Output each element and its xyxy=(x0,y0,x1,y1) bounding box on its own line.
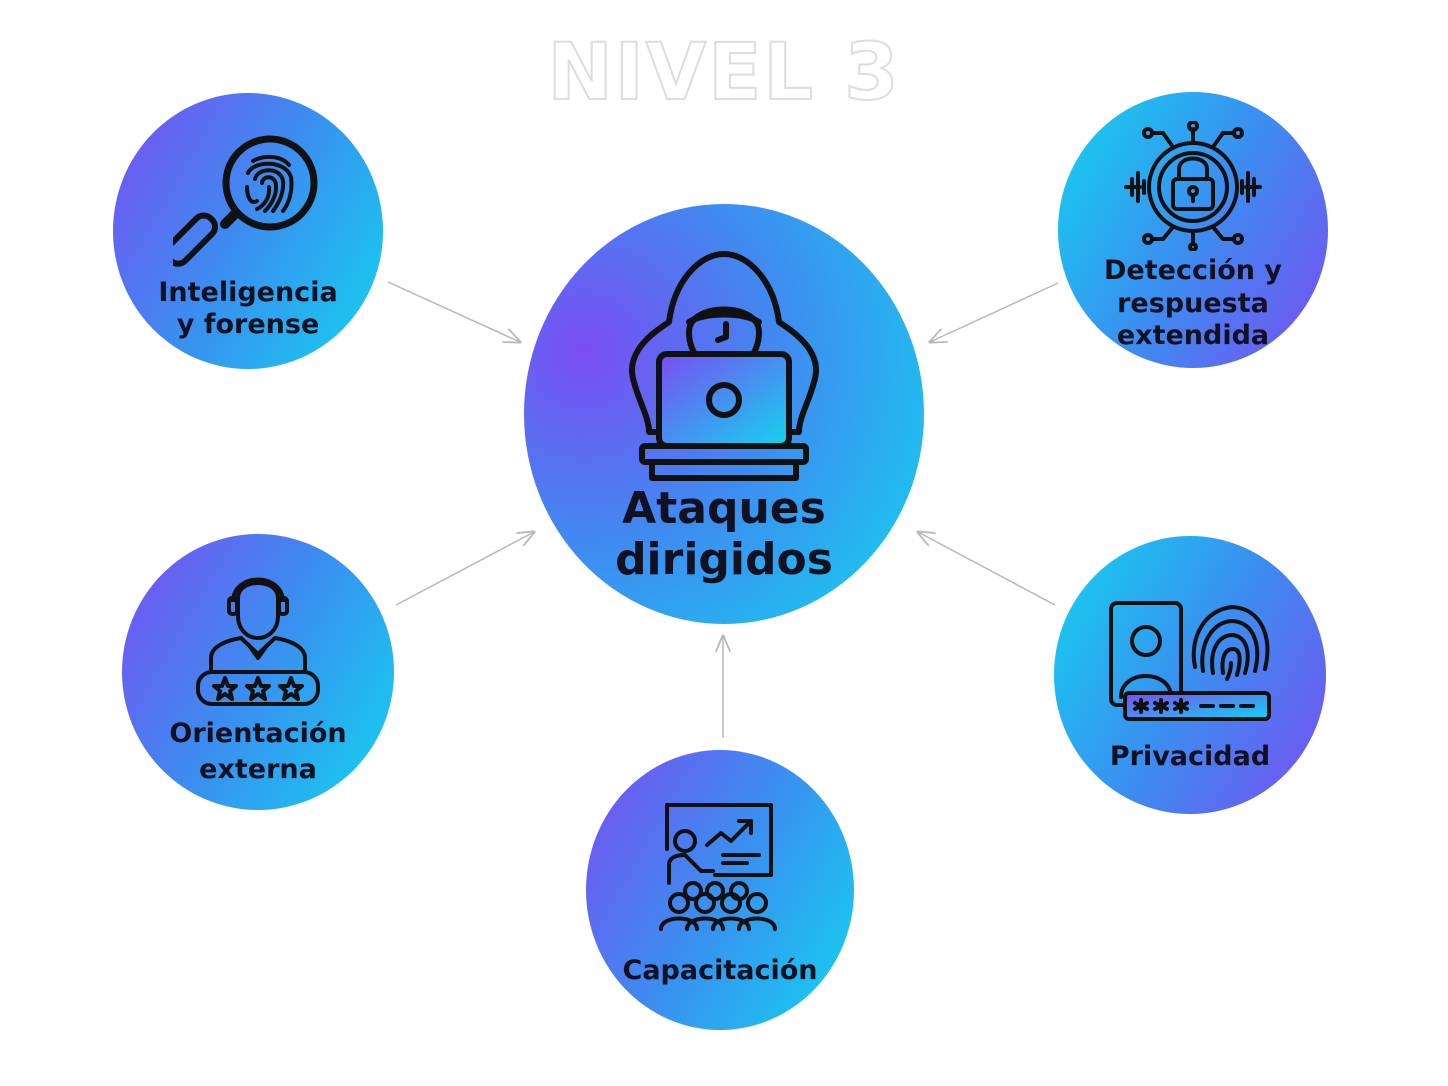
arrow-priv xyxy=(918,532,1056,606)
node-label-inteligencia: Inteligencia y forense xyxy=(158,276,338,340)
node-deteccion: Detección y respuesta extendida xyxy=(1058,92,1328,368)
center-node-ataques: Ataques dirigidos xyxy=(524,204,924,624)
arrow-intel xyxy=(387,281,520,342)
presentation-audience-icon xyxy=(659,802,777,931)
node-label-capacitacion: Capacitación xyxy=(622,954,818,986)
id-fingerprint-password-icon xyxy=(1109,600,1271,721)
node-label-orientacion: Orientación externa xyxy=(169,717,347,785)
node-inteligencia: Inteligencia y forense xyxy=(113,93,383,369)
arrow-detect xyxy=(930,282,1059,342)
node-capacitacion: Capacitación xyxy=(586,750,854,1030)
arrow-orient xyxy=(395,532,534,606)
circuit-lock-icon xyxy=(1124,120,1262,251)
node-orientacion: Orientación externa xyxy=(122,534,394,810)
node-privacidad: Privacidad xyxy=(1054,536,1326,814)
center-label: Ataques dirigidos xyxy=(615,483,833,585)
support-agent-rating-icon xyxy=(196,577,320,706)
fingerprint-magnifier-icon xyxy=(173,135,318,267)
hooded-hacker-laptop-icon xyxy=(629,251,819,482)
page-title: NIVEL 3 xyxy=(546,27,901,119)
node-label-deteccion: Detección y respuesta extendida xyxy=(1104,254,1282,352)
node-label-privacidad: Privacidad xyxy=(1109,740,1271,772)
